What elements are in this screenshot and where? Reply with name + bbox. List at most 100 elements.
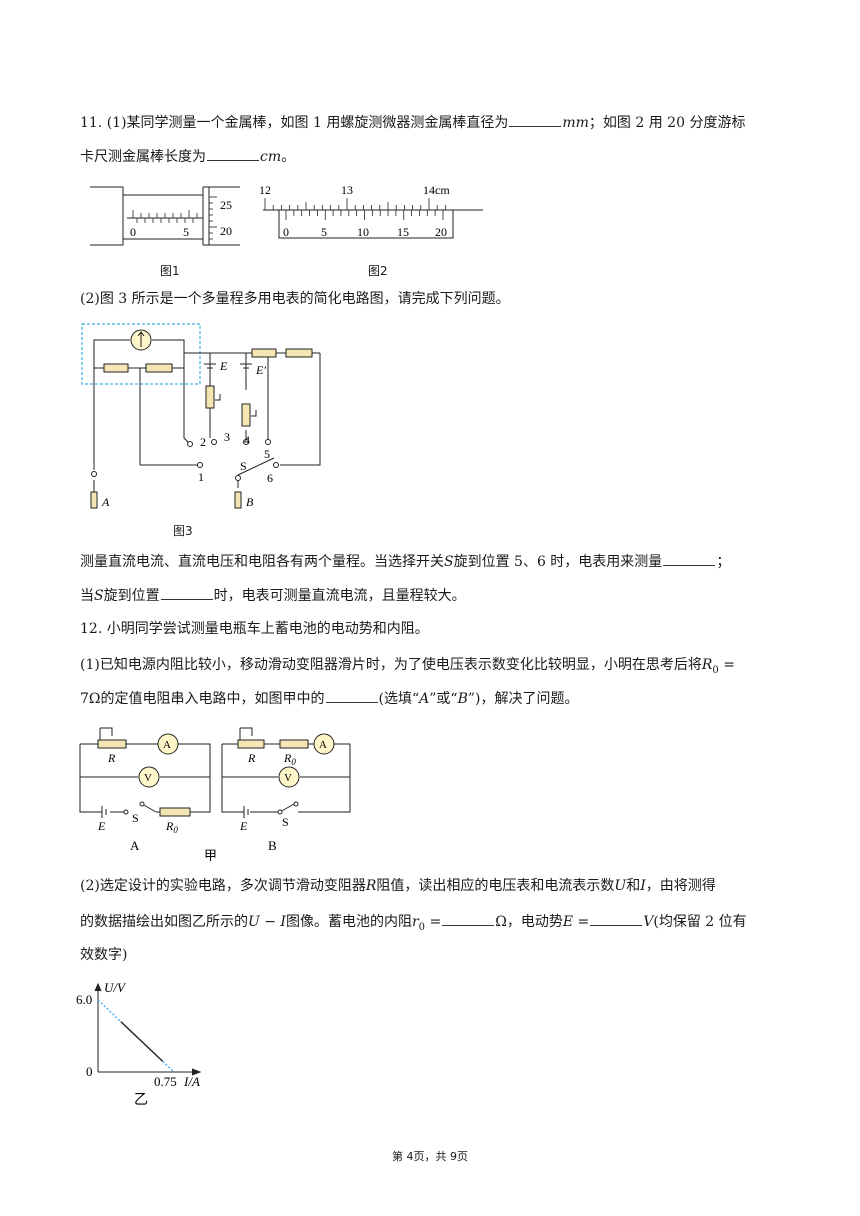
- label-4: 4: [244, 433, 250, 447]
- var-I: I: [640, 878, 646, 894]
- label-E-prime: E′: [255, 363, 266, 377]
- q12-line-3: (2)选定设计的实验电路，多次调节滑动变阻器R阻值，读出相应的电压表和电流表示数…: [80, 876, 716, 896]
- circuit-a-S-label: S: [132, 811, 139, 825]
- var-R0-sub: 0: [712, 664, 719, 676]
- circuit-b-R0-label: R0: [283, 751, 296, 767]
- q11-text-1a: 11. (1)某同学测量一个金属棒，如图 1 用螺旋测微器测金属棒直径为: [80, 115, 509, 131]
- circuit-diagrams: A V R E S R0 A A V R R0 E: [79, 727, 351, 863]
- var-E: E: [562, 914, 574, 930]
- q12-title: 12. 小明同学尝试测量电瓶车上蓄电池的电动势和内阻。: [80, 621, 429, 637]
- q12-text-3b: 阻值，读出相应的电压表和电流表示数: [376, 878, 615, 894]
- var-r0-sub: 0: [418, 921, 426, 933]
- q12-text-4a: 的数据描绘出如图乙所示的: [80, 914, 248, 930]
- q11-text-1c: ；: [716, 554, 731, 570]
- series-resistor-1: [251, 348, 277, 358]
- answer-blank-position[interactable]: [160, 585, 213, 600]
- figure-2-caption: 图2: [368, 264, 388, 278]
- q11-text-2a: 当: [80, 588, 94, 604]
- circuit-a: A V R E S R0 A: [79, 727, 211, 853]
- graph-line-extrapolated-lower: [162, 1060, 175, 1073]
- vernier-main-label-13: 13: [341, 183, 353, 197]
- q12-text-4b: 图像。蓄电池的内阻: [285, 914, 412, 930]
- q12-eq-e: =: [573, 914, 590, 930]
- q12-text-3c: 和: [626, 878, 641, 894]
- shunt-resistor-1: [103, 363, 129, 373]
- q12-text-4f: (均保留 2 位有: [653, 914, 747, 930]
- micrometer-sleeve-label-0: 0: [130, 225, 136, 239]
- q12-text-4d: Ω，电动势: [495, 914, 563, 930]
- q12-text-3a: (2)选定设计的实验电路，多次调节滑动变阻器: [80, 878, 366, 894]
- var-U: U: [614, 878, 627, 894]
- galvanometer-icon: [130, 329, 152, 351]
- rheostat-2: [241, 403, 251, 427]
- q12-text-2c: ”或“: [429, 691, 458, 707]
- label-2: 2: [200, 435, 206, 449]
- vernier-scale-label-0: 0: [283, 225, 289, 239]
- vernier-scale-label-10: 10: [357, 225, 369, 239]
- q11-text-line-1: 测量直流电流、直流电压和电阻各有两个量程。当选择开关S旋到位置 5、6 时，电表…: [80, 551, 730, 572]
- circuit-b-voltmeter-label: V: [284, 772, 292, 784]
- probe-a-icon: [90, 491, 98, 509]
- q12-text-1a: (1)已知电源内阻比较小，移动滑动变阻器滑片时，为了使电压表示数变化比较明显，小…: [80, 657, 702, 673]
- answer-blank-emf[interactable]: [590, 911, 643, 926]
- circuit-b: A V R R0 E S B: [221, 727, 351, 853]
- figure-1-caption: 图1: [160, 264, 180, 278]
- figure-1-micrometer: 0 5 25 20: [90, 186, 240, 246]
- unit-mm: mm: [562, 115, 589, 131]
- circuit-a-R0-label: R0: [165, 819, 178, 835]
- answer-blank-resistance[interactable]: [442, 911, 495, 926]
- circuit-b-R-label: R: [247, 751, 256, 765]
- q11-text-2b: 旋到位置: [103, 588, 160, 604]
- vernier-scale-label-15: 15: [397, 225, 409, 239]
- figure-3-multimeter-circuit: E E′ 1 2 3 4 5 6 S A B: [81, 323, 321, 509]
- q11-text-1b: 旋到位置 5、6 时，电表用来测量: [453, 554, 663, 570]
- label-5: 5: [264, 447, 270, 461]
- graph-origin: 0: [86, 1064, 93, 1079]
- page-footer: 第 4页，共 9页: [392, 1150, 468, 1163]
- graph-caption: 乙: [134, 1092, 148, 1108]
- q12-line-2: 7Ω的定值电阻串入电路中，如图甲中的(选填“A”或“B”)，解决了问题。: [80, 688, 579, 709]
- var-S: S: [444, 554, 454, 570]
- var-B: B: [457, 691, 468, 707]
- label-6: 6: [267, 471, 273, 485]
- unit-V: V: [643, 914, 654, 930]
- q11-text-2a: 卡尺测金属棒长度为: [80, 149, 206, 165]
- label-A: A: [101, 495, 110, 509]
- circuit-b-caption: B: [268, 838, 277, 853]
- figure-2-vernier: 12 13 14cm 0 5 10 15 20: [259, 183, 483, 239]
- graph-line-extrapolated-upper: [97, 999, 122, 1023]
- q12-eq-1: =: [718, 657, 735, 673]
- graph-xtick-0.75: 0.75: [154, 1074, 177, 1089]
- q11-text-1a: 测量直流电流、直流电压和电阻各有两个量程。当选择开关: [80, 554, 444, 570]
- var-U-I: U − I: [248, 914, 286, 930]
- var-S: S: [94, 588, 104, 604]
- label-B: B: [246, 495, 254, 509]
- graph-data-line: [120, 1021, 164, 1062]
- q11-text-line-2: 当S旋到位置 时，电表可测量直流电流，且量程较大。: [80, 585, 466, 606]
- label-E: E: [219, 359, 228, 373]
- circuit-a-E-label: E: [97, 819, 106, 833]
- vernier-scale-label-5: 5: [321, 225, 327, 239]
- var-R0: R: [701, 657, 713, 673]
- answer-blank-measure[interactable]: [663, 551, 716, 566]
- answer-blank-diameter[interactable]: [509, 112, 562, 127]
- q12-text-2b: (选填“: [378, 691, 420, 707]
- answer-blank-length[interactable]: [207, 146, 259, 161]
- q12-line-1: (1)已知电源内阻比较小，移动滑动变阻器滑片时，为了使电压表示数变化比较明显，小…: [80, 655, 735, 681]
- micrometer-sleeve-label-5: 5: [183, 225, 189, 239]
- graph-ylabel: U/V: [104, 980, 127, 995]
- micrometer-thimble-label-20: 20: [220, 224, 232, 238]
- q11-part-2: (2)图 3 所示是一个多量程多用电表的简化电路图，请完成下列问题。: [80, 291, 510, 307]
- circuit-b-E-label: E: [239, 819, 248, 833]
- q12-line-4: 的数据描绘出如图乙所示的U − I图像。蓄电池的内阻r0 =Ω，电动势E =V(…: [80, 911, 747, 938]
- q12-text-2a: 7Ω的定值电阻串入电路中，如图甲中的: [80, 691, 325, 707]
- q11-text-2c: 时，电表可测量直流电流，且量程较大。: [213, 588, 466, 604]
- answer-blank-circuit-choice[interactable]: [325, 688, 378, 703]
- rheostat-1: [205, 385, 215, 409]
- label-3: 3: [224, 430, 230, 444]
- label-S: S: [240, 459, 247, 473]
- circuits-group-caption: 甲: [204, 848, 217, 863]
- q12-text-3d: ，由将测得: [645, 878, 716, 894]
